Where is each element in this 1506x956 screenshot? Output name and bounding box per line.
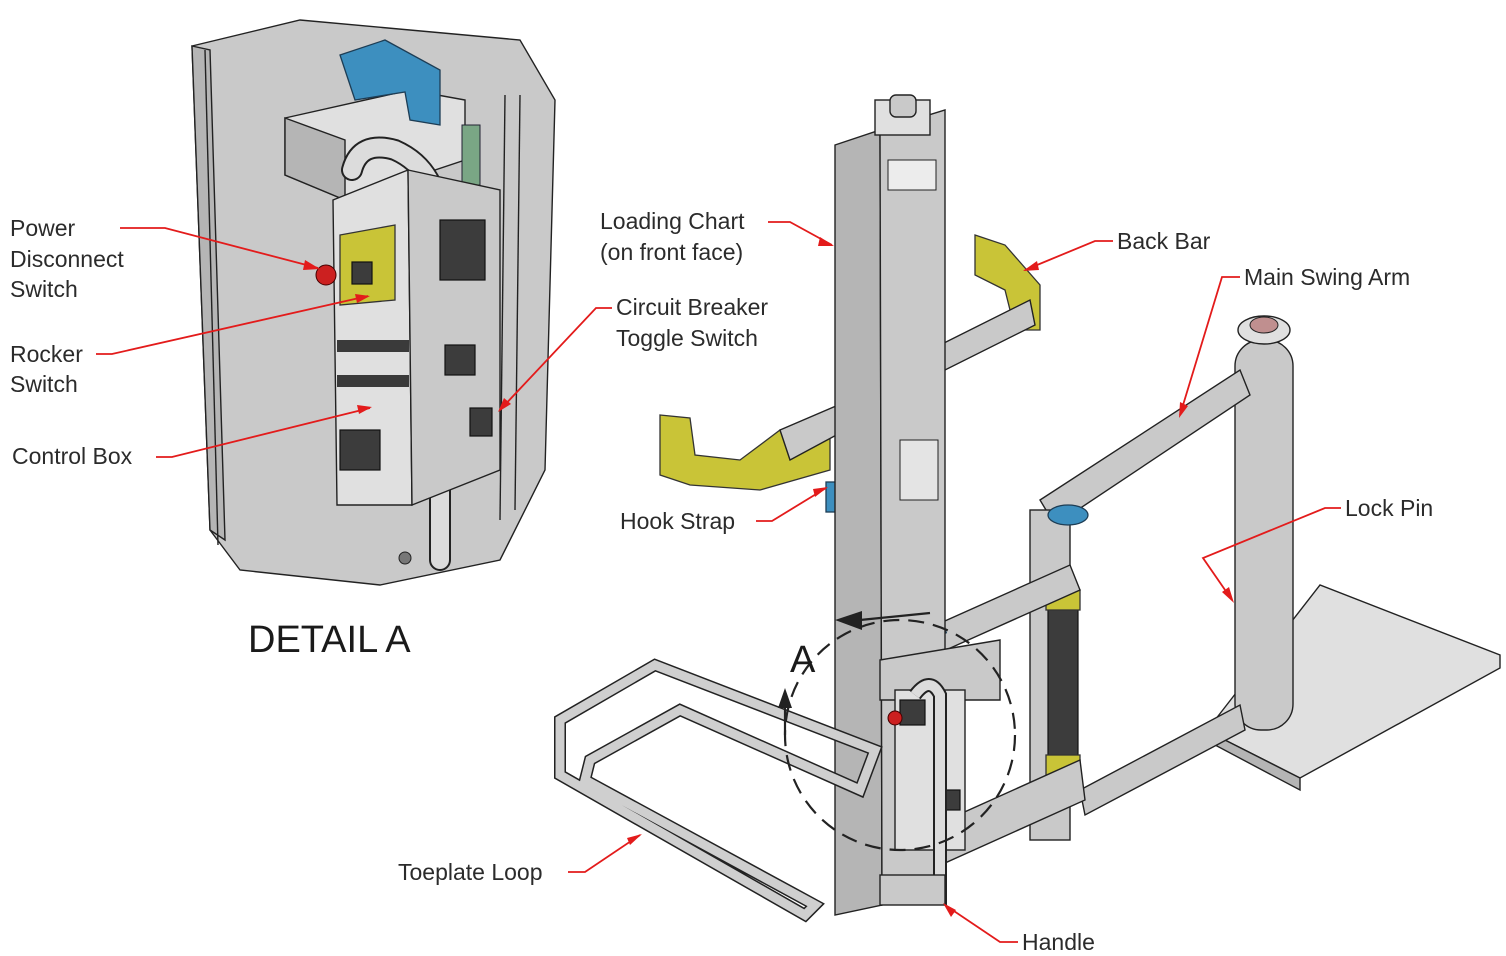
label-control-box: Control Box bbox=[12, 443, 133, 469]
circuit-breaker-toggle bbox=[469, 407, 493, 437]
main-top-block bbox=[879, 639, 1001, 701]
detail-column-edge bbox=[191, 45, 226, 542]
detail-callout bbox=[778, 611, 1017, 852]
callout-arrow-head bbox=[835, 611, 862, 630]
detail-a-title: DETAIL A bbox=[248, 619, 411, 661]
leader-rocker-switch bbox=[96, 295, 369, 355]
loading-chart-label bbox=[887, 159, 937, 191]
leader-loading-chart bbox=[768, 221, 833, 246]
detail-terminal-block bbox=[444, 344, 476, 376]
detail-grip-plate bbox=[339, 429, 381, 471]
label-toeplate-loop: Toeplate Loop bbox=[398, 859, 543, 885]
detail-box-stripe bbox=[337, 340, 409, 352]
main-swing-arm bbox=[1039, 368, 1251, 526]
leader-power-disconnect bbox=[120, 227, 319, 269]
detail-green-tube bbox=[461, 124, 481, 186]
leader-lock-pin bbox=[1201, 507, 1341, 601]
leader-circuit-breaker bbox=[499, 307, 612, 411]
leader-control-box bbox=[156, 407, 371, 458]
leader-handle bbox=[944, 904, 1018, 943]
column-window bbox=[899, 439, 939, 501]
main-assembly bbox=[554, 94, 1501, 923]
leader-main-swing-arm bbox=[1179, 276, 1240, 416]
label-loading-chart: Loading Chart (on front face) bbox=[600, 208, 751, 265]
lower-swing-arm bbox=[1079, 703, 1246, 817]
label-handle: Handle bbox=[1022, 929, 1095, 955]
label-circuit-breaker: Circuit Breaker Toggle Switch bbox=[616, 294, 775, 351]
column-side bbox=[834, 129, 883, 916]
label-rocker-switch: Rocker Switch bbox=[10, 341, 89, 397]
leader-hook-strap bbox=[756, 487, 827, 522]
label-power-disconnect: Power Disconnect Switch bbox=[10, 215, 130, 302]
leader-toeplate-loop bbox=[568, 834, 641, 873]
label-hook-strap: Hook Strap bbox=[620, 508, 735, 534]
label-lock-pin: Lock Pin bbox=[1345, 495, 1433, 521]
label-back-bar: Back Bar bbox=[1117, 228, 1211, 254]
detail-relay-block bbox=[439, 219, 486, 281]
leader-back-bar bbox=[1024, 240, 1113, 271]
rocker-switch-body bbox=[351, 261, 373, 285]
label-main-swing-arm: Main Swing Arm bbox=[1244, 264, 1410, 290]
detail-blue-plate bbox=[339, 39, 441, 126]
detail-callout-letter: A bbox=[790, 639, 816, 681]
callout-arrow-up bbox=[778, 688, 792, 708]
main-handle bbox=[911, 680, 945, 905]
detail-a-view bbox=[191, 19, 556, 586]
power-disconnect-knob bbox=[315, 264, 337, 286]
column-base bbox=[879, 874, 946, 906]
